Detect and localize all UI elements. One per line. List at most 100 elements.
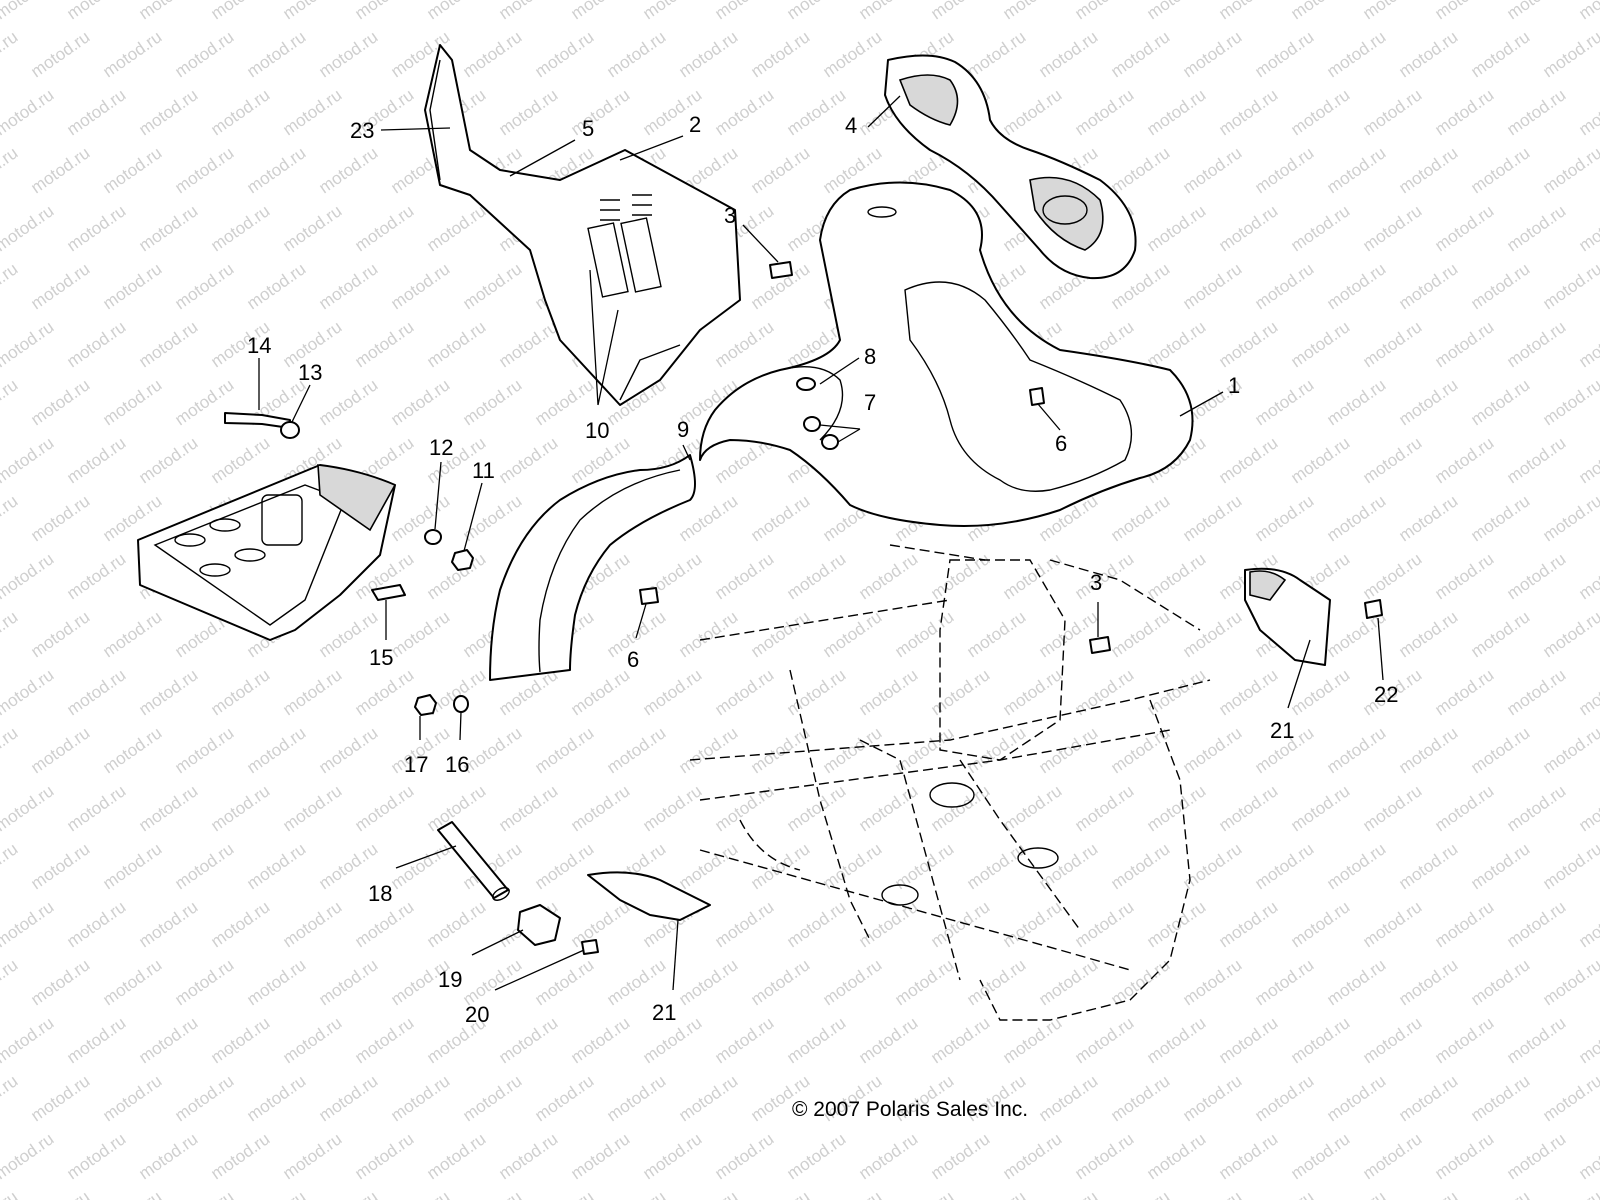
watermark-text: motod.ru (999, 781, 1065, 835)
watermark-text: motod.ru (1107, 27, 1173, 81)
watermark-text: motod.ru (1107, 1187, 1173, 1200)
watermark-text: motod.ru (99, 1071, 165, 1125)
watermark-text: motod.ru (351, 1129, 417, 1183)
watermark-text: motod.ru (1071, 1013, 1137, 1067)
watermark-text: motod.ru (1539, 143, 1600, 197)
watermark-text: motod.ru (603, 1071, 669, 1125)
watermark-text: motod.ru (351, 665, 417, 719)
watermark-text: motod.ru (927, 0, 993, 23)
watermark-text: motod.ru (207, 85, 273, 139)
watermark-text: motod.ru (783, 897, 849, 951)
watermark-text: motod.ru (1143, 781, 1209, 835)
part-seat-cover (884, 54, 1137, 280)
watermark-text: motod.ru (243, 839, 309, 893)
watermark-text: motod.ru (0, 85, 57, 139)
watermark-text: motod.ru (1359, 897, 1425, 951)
watermark-text: motod.ru (1467, 723, 1533, 777)
watermark-text: motod.ru (783, 85, 849, 139)
watermark-text: motod.ru (1431, 1129, 1497, 1183)
callout-14: 14 (247, 333, 271, 358)
watermark-text: motod.ru (0, 1187, 21, 1200)
watermark-text: motod.ru (99, 723, 165, 777)
watermark-text: motod.ru (927, 1129, 993, 1183)
watermark-text: motod.ru (639, 0, 705, 23)
watermark-text: motod.ru (675, 1187, 741, 1200)
watermark-text: motod.ru (0, 317, 57, 371)
watermark-text: motod.ru (1071, 0, 1137, 23)
watermark-text: motod.ru (1287, 1013, 1353, 1067)
watermark-text: motod.ru (963, 607, 1029, 661)
watermark-text: motod.ru (1503, 665, 1569, 719)
watermark-text: motod.ru (855, 0, 921, 23)
callout-1: 1 (1228, 373, 1240, 398)
watermark-text: motod.ru (1215, 665, 1281, 719)
watermark-text: motod.ru (783, 0, 849, 23)
watermark-text: motod.ru (891, 607, 957, 661)
watermark-text: motod.ru (459, 1071, 525, 1125)
watermark-text: motod.ru (351, 1013, 417, 1067)
watermark-text: motod.ru (387, 491, 453, 545)
watermark-text: motod.ru (1575, 201, 1600, 255)
watermark-text: motod.ru (1395, 143, 1461, 197)
watermark-text: motod.ru (891, 955, 957, 1009)
watermark-text: motod.ru (891, 723, 957, 777)
watermark-text: motod.ru (387, 607, 453, 661)
watermark-text: motod.ru (171, 143, 237, 197)
callout-2: 2 (689, 112, 701, 137)
watermark-text: motod.ru (747, 607, 813, 661)
watermark-text: motod.ru (603, 1187, 669, 1200)
callout-13: 13 (298, 360, 322, 385)
watermark-text: motod.ru (495, 1129, 561, 1183)
watermark-text: motod.ru (1359, 433, 1425, 487)
watermark-text: motod.ru (711, 1013, 777, 1067)
watermark-text: motod.ru (1431, 85, 1497, 139)
watermark-text: motod.ru (135, 433, 201, 487)
watermark-text: motod.ru (135, 897, 201, 951)
watermark-text: motod.ru (495, 433, 561, 487)
watermark-text: motod.ru (567, 897, 633, 951)
watermark-text: motod.ru (423, 1129, 489, 1183)
callout-20: 20 (465, 1002, 489, 1027)
part-frame (689, 544, 1211, 1021)
watermark-text: motod.ru (1395, 491, 1461, 545)
watermark-text: motod.ru (531, 1071, 597, 1125)
watermark-text: motod.ru (27, 1071, 93, 1125)
watermark-text: motod.ru (1467, 375, 1533, 429)
watermark-text: motod.ru (531, 27, 597, 81)
watermark-text: motod.ru (387, 1187, 453, 1200)
watermark-text: motod.ru (387, 259, 453, 313)
watermark-text: motod.ru (1431, 433, 1497, 487)
watermark-text: motod.ru (1323, 143, 1389, 197)
watermark-text: motod.ru (1035, 27, 1101, 81)
watermark-text: motod.ru (1323, 27, 1389, 81)
watermark-text: motod.ru (1359, 781, 1425, 835)
watermark-text: motod.ru (1215, 0, 1281, 23)
watermark-text: motod.ru (819, 1187, 885, 1200)
watermark-text: motod.ru (1575, 85, 1600, 139)
watermark-text: motod.ru (1323, 723, 1389, 777)
watermark-text: motod.ru (135, 781, 201, 835)
watermark-text: motod.ru (27, 1187, 93, 1200)
watermark-text: motod.ru (459, 491, 525, 545)
watermark-text: motod.ru (747, 723, 813, 777)
watermark-text: motod.ru (171, 27, 237, 81)
watermark-text: motod.ru (1503, 433, 1569, 487)
watermark-text: motod.ru (1503, 1013, 1569, 1067)
watermark-text: motod.ru (1431, 897, 1497, 951)
watermark-text: motod.ru (27, 955, 93, 1009)
watermark-text: motod.ru (963, 27, 1029, 81)
watermark-text: motod.ru (459, 1187, 525, 1200)
watermark-text: motod.ru (171, 1187, 237, 1200)
watermark-text: motod.ru (999, 665, 1065, 719)
watermark-text: motod.ru (711, 1129, 777, 1183)
watermark-text: motod.ru (711, 317, 777, 371)
watermark-text: motod.ru (1575, 897, 1600, 951)
watermark-text: motod.ru (1359, 201, 1425, 255)
watermark-text: motod.ru (1395, 1071, 1461, 1125)
watermark-text: motod.ru (1107, 143, 1173, 197)
watermark-text: motod.ru (675, 839, 741, 893)
callout-8: 8 (864, 344, 876, 369)
watermark-text: motod.ru (279, 85, 345, 139)
watermark-text: motod.ru (1539, 839, 1600, 893)
watermark-text: motod.ru (1467, 27, 1533, 81)
